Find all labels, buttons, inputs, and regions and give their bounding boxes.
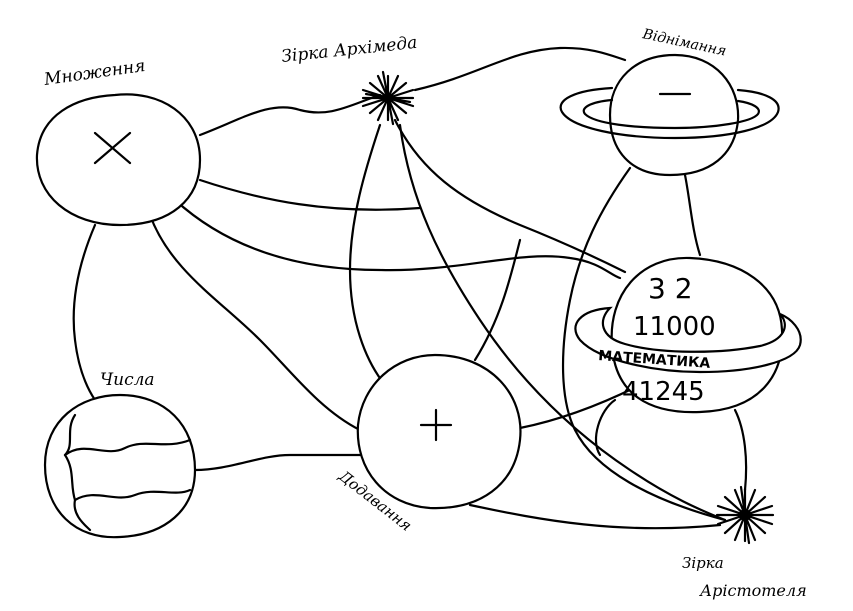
line-math-addition — [518, 383, 642, 430]
addition-planet — [356, 353, 522, 510]
subtraction-ring-back — [559, 86, 780, 140]
label-numbers: Числа — [100, 370, 155, 390]
multiplication-planet — [35, 93, 202, 227]
aristotle-star-icon — [715, 485, 775, 545]
multiplication-circle — [35, 93, 202, 227]
label-aristotle-star-1: Зірка — [682, 554, 724, 572]
label-aristotle-star-2: Арістотеля — [699, 581, 807, 600]
math-digits-line2: 11000 — [633, 312, 716, 342]
line-addition-aristotle — [468, 503, 722, 530]
numbers-planet — [43, 393, 197, 539]
line-subtraction-aristotle-left — [561, 166, 727, 522]
math-digits-line1: 3 2 — [648, 272, 693, 305]
math-planet: 3 2 11000 МАТЕМАТИКА 41245 — [574, 256, 802, 414]
line-multiplication-math-upper — [198, 178, 422, 211]
line-archimedes-aristotle — [398, 123, 727, 522]
archimedes-star-icon — [361, 70, 415, 126]
line-multiplication-math — [173, 198, 622, 280]
line-math-aristotle — [733, 408, 748, 492]
label-archimedes-star: Зірка Архімеда — [280, 33, 418, 67]
math-ring-text: МАТЕМАТИКА — [598, 348, 711, 372]
line-multiplication-archimedes — [198, 93, 382, 137]
addition-circle — [356, 353, 522, 510]
line-multiplication-addition — [148, 213, 362, 432]
numbers-wave-left — [63, 413, 92, 532]
math-ring — [574, 306, 802, 374]
label-multiplication: Множення — [42, 56, 147, 90]
line-multiplication-numbers — [72, 223, 97, 402]
subtraction-circle — [608, 53, 740, 177]
line-addition-subtraction — [473, 238, 522, 362]
subtraction-ring-inner — [582, 98, 760, 130]
line-numbers-addition — [193, 453, 362, 472]
line-addition-math-lower — [595, 398, 617, 457]
line-archimedes-math — [393, 118, 627, 274]
plus-symbol — [419, 408, 453, 442]
numbers-wave-bottom — [73, 488, 192, 502]
connection-lines — [72, 46, 748, 530]
math-planet-body — [610, 256, 784, 414]
line-archimedes-subtraction — [413, 46, 627, 92]
line-subtraction-math-right — [683, 173, 702, 257]
subtraction-planet — [559, 53, 780, 177]
multiply-symbol — [93, 131, 132, 165]
line-archimedes-addition — [348, 123, 387, 387]
numbers-circle — [43, 393, 197, 539]
math-digits-line3: 41245 — [622, 377, 705, 407]
numbers-wave-top — [63, 438, 192, 457]
